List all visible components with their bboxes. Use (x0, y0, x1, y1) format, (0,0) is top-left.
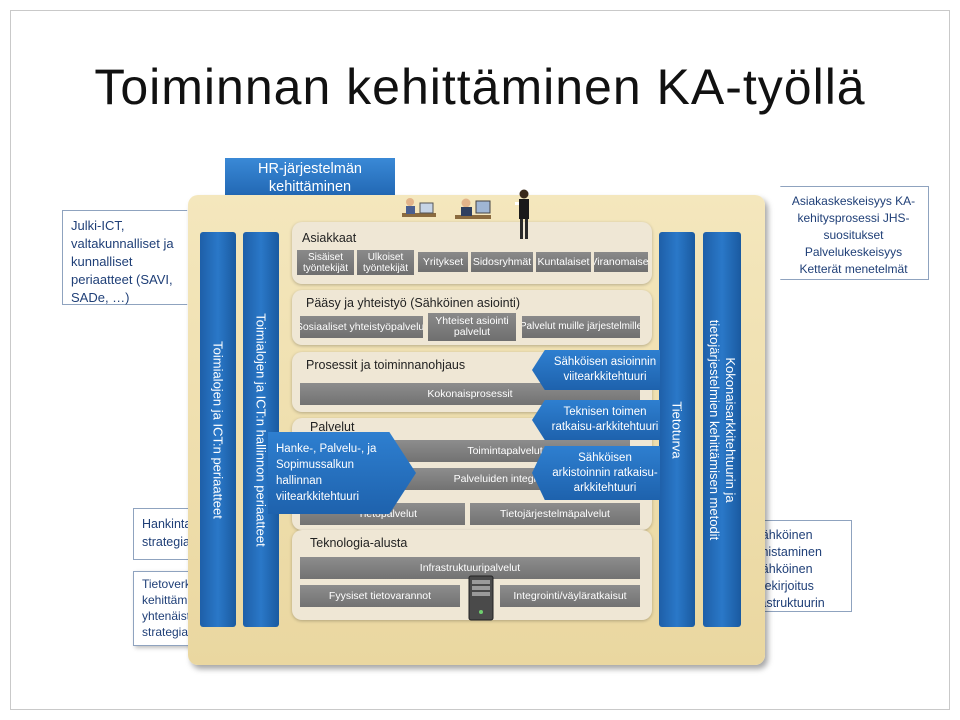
slide-frame (10, 10, 950, 710)
server-icon (468, 575, 494, 621)
tietoturva-bar: Tietoturva (659, 232, 695, 627)
periaatteet-bar: Toimialojen ja ICT:n periaatteet (200, 232, 236, 627)
asiakas-sidosryhmat: Sidosryhmät (471, 252, 533, 272)
asiakas-yritykset: Yritykset (418, 252, 468, 272)
metodit-bar-line1: Kokonaisarkkitehtuurin ja (723, 356, 738, 503)
hallinto-bar-label: Toimialojen ja ICT:n hallinnon periaatte… (253, 312, 269, 547)
teknisen-callout: Teknisen toimen ratkaisu-arkkitehtuuri (532, 400, 660, 440)
person-at-computer-icon (455, 198, 491, 219)
metodit-bar: Kokonaisarkkitehtuurin ja tietojärjestel… (703, 232, 741, 627)
palvelut-tietojarjestelma: Tietojärjestelmäpalvelut (470, 503, 640, 525)
julki-ict-box: Julki-ICT, valtakunnalliset ja kunnallis… (62, 210, 204, 305)
tekno-fyysiset-label: Fyysiset tietovarannot (328, 590, 432, 602)
hanke-callout: Hanke-, Palvelu-, ja Sopimussalkun halli… (268, 432, 416, 514)
asiointi-callout: Sähköisen asioinnin viitearkkitehtuuri (532, 350, 660, 390)
teknologia-title: Teknologia-alusta (310, 536, 408, 550)
hr-header-text: HR-järjestelmän kehittäminen (258, 161, 362, 195)
asiakaskeskeisyys-text: Asiakaskeskeisyys KA-kehitysprosessi JHS… (791, 194, 916, 276)
metodit-bar-label: Kokonaisarkkitehtuurin ja tietojärjestel… (706, 319, 738, 539)
slide-title: Toiminnan kehittäminen KA-työllä (94, 59, 866, 115)
metodit-bar-line2: tietojärjestelmien kehittämisen metodit (707, 319, 722, 540)
asiointi-callout-text: Sähköisen asioinnin viitearkkitehtuuri (553, 356, 657, 383)
paasy-yhteiset: Yhteiset asiointi palvelut (428, 313, 516, 341)
hr-header: HR-järjestelmän kehittäminen (225, 158, 395, 200)
palvelut-title: Palvelut (310, 420, 355, 434)
tekno-integrointi-label: Integrointi/väyläratkaisut (513, 590, 627, 602)
asiakas-ulkoiset: Ulkoiset työntekijät (357, 250, 414, 275)
standing-woman-icon (515, 189, 529, 239)
palvelut-tietojarjestelma-label: Tietojärjestelmäpalvelut (500, 508, 610, 520)
asiakas-kuntalaiset: Kuntalaiset (536, 252, 591, 272)
asiakas-viranomaiset: Viranomaiset (594, 252, 648, 272)
paasy-sosiaaliset: Sosiaaliset yhteistyöpalvelut (300, 316, 423, 338)
asiakkaat-title: Asiakkaat (302, 231, 357, 245)
prosessit-title: Prosessit ja toiminnanohjaus (306, 358, 466, 372)
asiakaskeskeisyys-box: Asiakaskeskeisyys KA-kehitysprosessi JHS… (764, 186, 929, 280)
arkistointi-callout: Sähköisen arkistoinnin ratkaisu-arkkiteh… (532, 446, 660, 500)
palvelut-toiminta-label: Toimintapalvelut (467, 445, 543, 457)
julki-ict-text: Julki-ICT, valtakunnalliset ja kunnallis… (71, 218, 174, 305)
tekno-infra: Infrastruktuuripalvelut (300, 557, 640, 579)
tietoturva-bar-label: Tietoturva (669, 400, 685, 459)
paasy-muille: Palvelut muille järjestelmille (522, 316, 640, 338)
arkistointi-callout-text: Sähköisen arkistoinnin ratkaisu-arkkiteh… (552, 451, 658, 494)
teknisen-callout-text: Teknisen toimen ratkaisu-arkkitehtuuri (551, 406, 659, 433)
paasy-title: Pääsy ja yhteistyö (Sähköinen asiointi) (306, 296, 521, 310)
asiakas-sisaiset: Sisäiset työntekijät (297, 250, 354, 275)
tekno-infra-label: Infrastruktuuripalvelut (419, 562, 521, 574)
periaatteet-bar-label: Toimialojen ja ICT:n periaatteet (210, 340, 226, 519)
prosessit-kokonais-label: Kokonaisprosessit (427, 388, 513, 400)
palvelut-integrointi-label: Palveluiden integrointi (453, 473, 557, 485)
tekno-fyysiset: Fyysiset tietovarannot (300, 585, 460, 607)
person-at-desk-icon (402, 198, 436, 217)
hanke-callout-text: Hanke-, Palvelu-, ja Sopimussalkun halli… (276, 443, 377, 503)
tekno-integrointi: Integrointi/väyläratkaisut (500, 585, 640, 607)
hallinto-bar: Toimialojen ja ICT:n hallinnon periaatte… (243, 232, 279, 627)
